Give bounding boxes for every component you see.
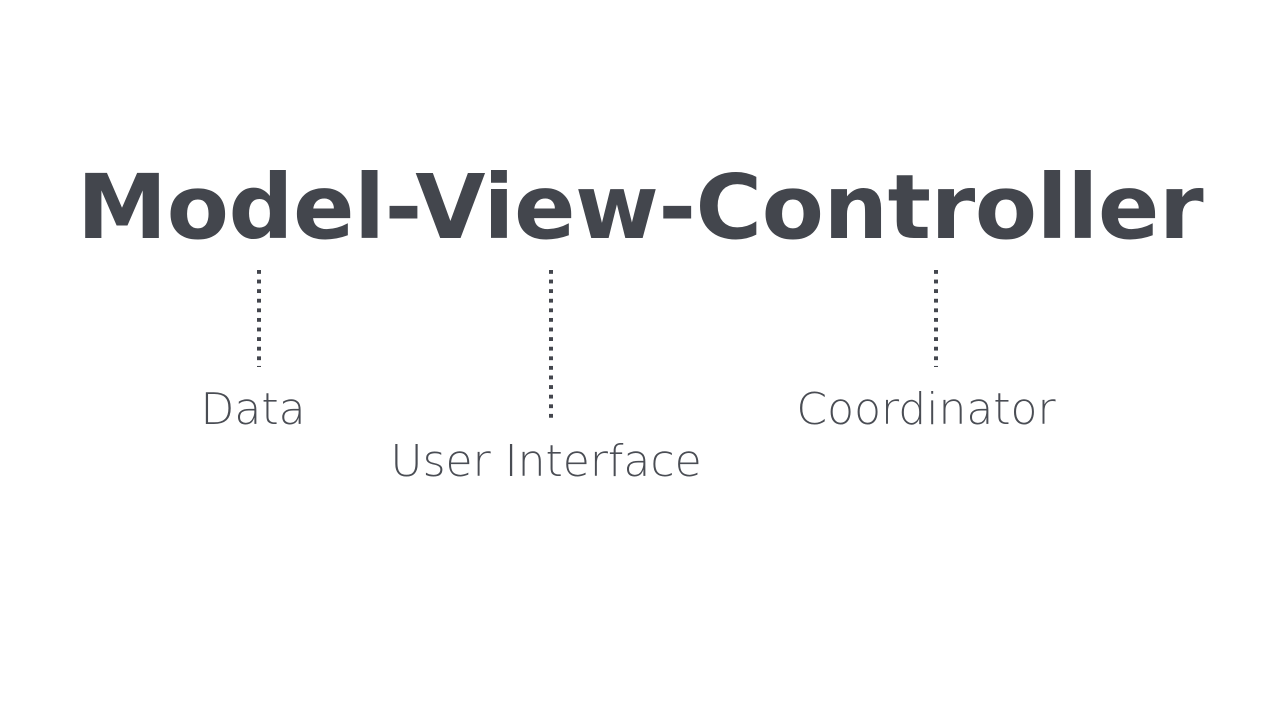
page-title: Model-View-Controller (76, 155, 1204, 259)
dotted-connector-view (549, 270, 553, 420)
label-model-data: Data (200, 384, 306, 435)
dotted-connector-controller (934, 270, 938, 367)
label-view-user-interface: User Interface (390, 436, 702, 487)
label-controller-coordinator: Coordinator (796, 384, 1056, 435)
dotted-connector-model (257, 270, 261, 367)
